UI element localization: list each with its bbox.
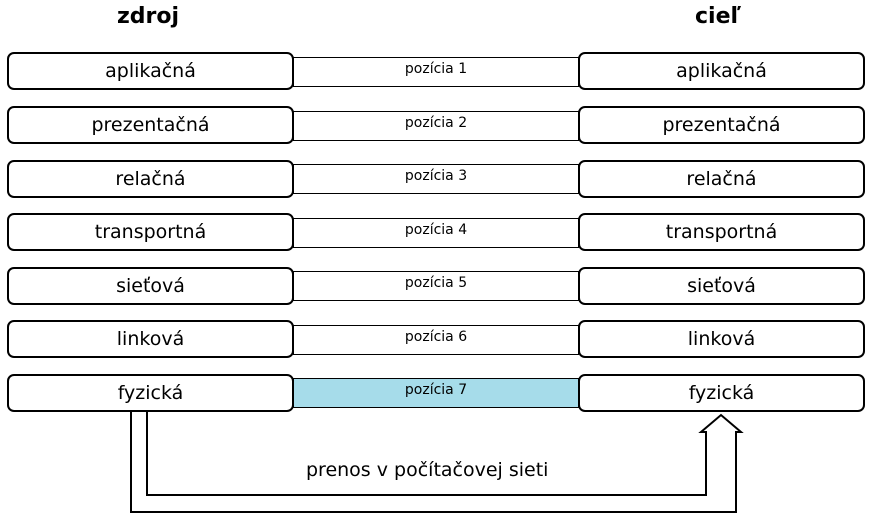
source-layer-transport: transportná: [7, 213, 294, 251]
transmission-caption: prenos v počítačovej sieti: [306, 459, 549, 481]
source-layer-presentation: prezentačná: [7, 106, 294, 144]
source-layer-network: sieťová: [7, 267, 294, 305]
target-layer-application: aplikačná: [578, 52, 865, 90]
source-layer-physical: fyzická: [7, 374, 294, 412]
source-heading: zdroj: [117, 4, 180, 29]
source-layer-session: relačná: [7, 160, 294, 198]
target-heading: cieľ: [695, 4, 742, 29]
link-position-1: pozícia 1: [293, 57, 579, 87]
target-layer-physical: fyzická: [578, 374, 865, 412]
link-position-3: pozícia 3: [293, 164, 579, 194]
link-position-4: pozícia 4: [293, 218, 579, 248]
target-layer-datalink: linková: [578, 320, 865, 358]
source-layer-application: aplikačná: [7, 52, 294, 90]
link-position-5: pozícia 5: [293, 271, 579, 301]
target-layer-session: relačná: [578, 160, 865, 198]
target-layer-network: sieťová: [578, 267, 865, 305]
link-position-2: pozícia 2: [293, 111, 579, 141]
link-position-6: pozícia 6: [293, 325, 579, 355]
source-layer-datalink: linková: [7, 320, 294, 358]
target-layer-presentation: prezentačná: [578, 106, 865, 144]
target-layer-transport: transportná: [578, 213, 865, 251]
